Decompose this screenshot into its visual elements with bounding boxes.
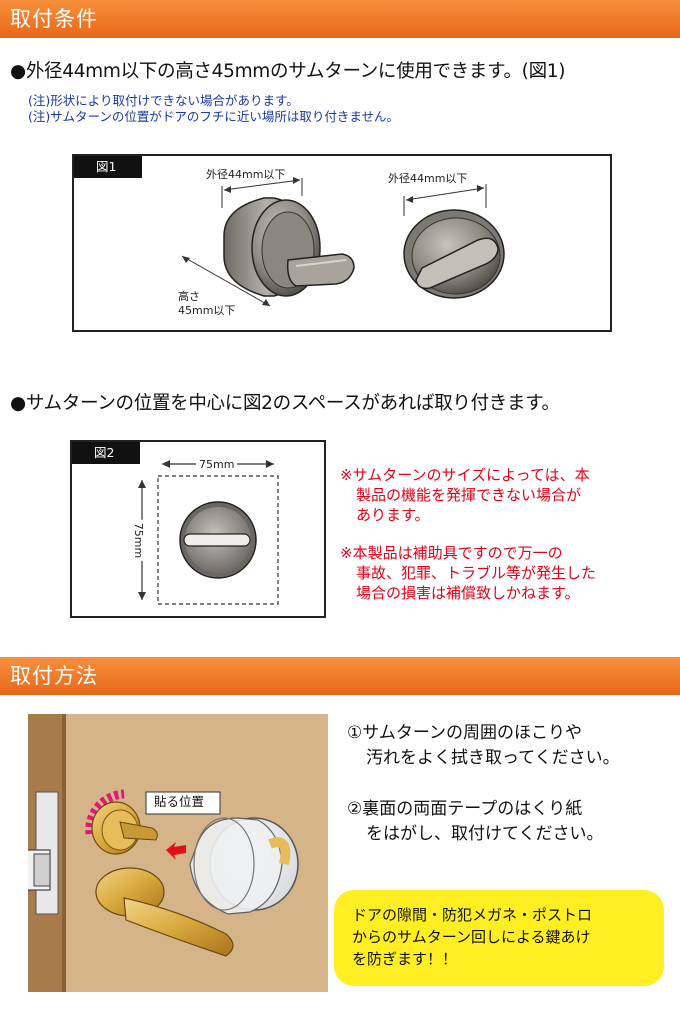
callout-line-1: ドアの隙間・防犯メガネ・ポストロ xyxy=(352,906,593,924)
step-2-line-1: ②裏面の両面テープのはくり紙 xyxy=(347,799,583,819)
warning-2-line-2: 事故、犯罪、トラブル等が発生した xyxy=(356,564,597,582)
step-1-line-1: ①サムターンの周囲のほこりや xyxy=(347,723,583,743)
fig2-width-label: 75mm xyxy=(196,458,238,471)
warning-1-line-2: 製品の機能を発揮できない場合が xyxy=(356,486,582,504)
section-title: 取付条件 xyxy=(10,7,98,31)
figure-2: 図2 75mm 75mm xyxy=(70,440,326,618)
installation-illustration xyxy=(28,714,328,992)
condition-bullet-1: ●外径44mm以下の高さ45mmのサムターンに使用できます。(図1) xyxy=(10,61,566,82)
section-title: 取付方法 xyxy=(10,664,98,688)
fig2-height-label: 75mm xyxy=(132,519,146,562)
figure-2-tag: 図2 xyxy=(72,442,141,464)
fig1-diameter-label-left: 外径44mm以下 xyxy=(206,168,286,181)
callout-line-2: からのサムターン回しによる鍵あけ xyxy=(352,928,591,946)
note-1: (注)形状により取付けできない場合があります。 xyxy=(28,93,299,108)
fig1-height-label: 高さ xyxy=(178,290,200,303)
benefit-callout: ドアの隙間・防犯メガネ・ポストロ からのサムターン回しによる鍵あけ を防ぎます！… xyxy=(334,890,664,986)
fig1-diameter-label-right: 外径44mm以下 xyxy=(388,172,468,185)
figure-1-tag: 図1 xyxy=(74,156,143,178)
section-header-conditions: 取付条件 xyxy=(0,0,680,38)
warning-2-line-3: 場合の損害は補償致しかねます。 xyxy=(356,584,580,602)
warning-2-line-1: ※本製品は補助具ですので万一の xyxy=(340,544,563,562)
callout-text: ドアの隙間・防犯メガネ・ポストロ からのサムターン回しによる鍵あけ を防ぎます！… xyxy=(352,904,592,970)
warning-1-line-3: あります。 xyxy=(356,506,430,524)
fig1-height-value: 45mm以下 xyxy=(178,304,236,317)
section-header-installation: 取付方法 xyxy=(0,657,680,695)
note-2: (注)サムターンの位置がドアのフチに近い場所は取り付きません。 xyxy=(28,109,400,124)
step-1-line-2: 汚れをよく拭き取ってください。 xyxy=(366,748,620,768)
apply-position-label: 貼る位置 xyxy=(154,794,205,809)
step-2-line-2: をはがし、取付けてください。 xyxy=(366,824,604,844)
space-diagram xyxy=(138,460,279,605)
figure-1: 図1 外径44mm以下 xyxy=(72,154,612,332)
condition-bullet-2: ●サムターンの位置を中心に図2のスペースがあれば取り付きます。 xyxy=(10,393,560,414)
thumb-turn-illustration xyxy=(181,177,505,307)
warning-1-line-1: ※サムターンのサイズによっては、本 xyxy=(340,466,590,484)
callout-line-3: を防ぎます！！ xyxy=(352,950,458,968)
